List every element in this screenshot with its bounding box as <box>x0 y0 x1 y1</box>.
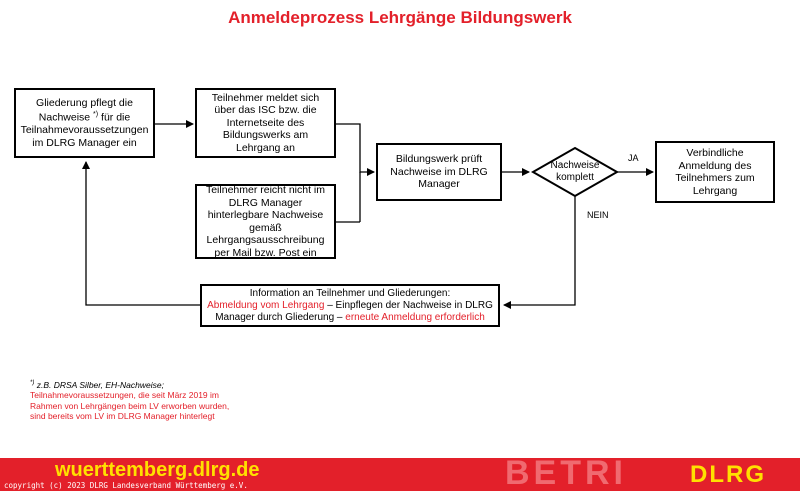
box-gliederung-pflegt-nachweise: Gliederung pflegt die Nachweise *) für d… <box>14 88 155 158</box>
box-teilnehmer-meldet-sich: Teilnehmer meldet sich über das ISC bzw.… <box>195 88 336 158</box>
footnote: *) z.B. DRSA Silber, EH-Nachweise; Teiln… <box>30 379 230 422</box>
text-erneute-anmeldung: erneute Anmeldung erforderlich <box>345 311 485 323</box>
dlrg-logo: DLRG <box>690 461 766 488</box>
footer-url: wuerttemberg.dlrg.de <box>55 459 260 481</box>
box-bildungswerk-prueft: Bildungswerk prüft Nachweise im DLRG Man… <box>376 143 502 201</box>
decision-no-label: NEIN <box>587 210 609 220</box>
text-abmeldung: Abmeldung vom Lehrgang <box>207 299 325 311</box>
box-verbindliche-anmeldung: Verbindliche Anmeldung des Teilnehmers z… <box>655 141 775 203</box>
box-teilnehmer-reicht-nachweise: Teilnehmer reicht nicht im DLRG Manager … <box>195 184 336 259</box>
footnote-marker: *) <box>93 111 99 119</box>
footer-bar: BETRI wuerttemberg.dlrg.de copyright (c)… <box>0 458 800 491</box>
page-title: Anmeldeprozess Lehrgänge Bildungswerk <box>228 8 572 27</box>
footer-background-text: BETRI <box>505 458 627 491</box>
footer-copyright: copyright (c) 2023 DLRG Landesverband Wü… <box>4 481 248 490</box>
arrow-information-to-gliederung <box>82 161 200 306</box>
arrow-anmeldung-to-pruefung <box>336 123 375 176</box>
decision-yes-label: JA <box>628 153 639 163</box>
decision-diamond <box>530 146 620 198</box>
arrow-decision-no <box>503 196 576 309</box>
box-information-teilnehmer: Information an Teilnehmer und Gliederung… <box>200 284 500 327</box>
decision-label: Nachweise komplett <box>550 160 600 183</box>
